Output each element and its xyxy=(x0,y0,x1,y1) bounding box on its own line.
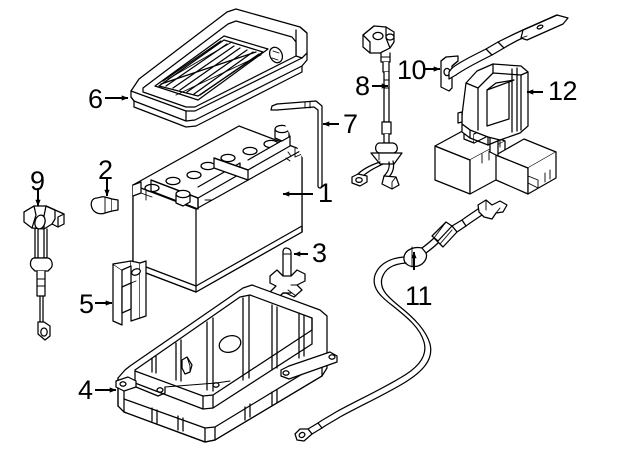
callout-number-8[interactable]: 8 xyxy=(355,71,370,101)
part-battery-cover xyxy=(130,8,308,128)
callout-number-2[interactable]: 2 xyxy=(98,155,113,185)
part-ground-strap xyxy=(440,14,569,92)
callout-number-6[interactable]: 6 xyxy=(88,84,103,114)
callout-number-1[interactable]: 1 xyxy=(318,178,333,208)
part-fuse-relay-box xyxy=(434,63,557,195)
part-terminal-bolt xyxy=(90,196,119,215)
part-battery-tray xyxy=(115,284,338,443)
callout-number-10[interactable]: 10 xyxy=(397,55,427,85)
callout-number-11[interactable]: 11 xyxy=(405,281,433,311)
part-negative-cable-sensor xyxy=(351,25,403,190)
callout-number-7[interactable]: 7 xyxy=(343,109,358,139)
part-battery xyxy=(132,124,303,293)
callout-number-3[interactable]: 3 xyxy=(312,238,327,268)
callout-number-9[interactable]: 9 xyxy=(30,166,45,196)
part-positive-terminal-cable xyxy=(23,205,65,341)
part-hold-down-bolt xyxy=(269,247,306,298)
callout-arrows xyxy=(35,66,543,393)
callout-number-4[interactable]: 4 xyxy=(78,375,93,405)
callout-number-5[interactable]: 5 xyxy=(79,289,94,319)
part-positive-battery-cable xyxy=(294,199,508,442)
part-vent-hose xyxy=(270,100,323,189)
part-retaining-bracket xyxy=(112,260,147,326)
callout-number-12[interactable]: 12 xyxy=(548,76,578,106)
